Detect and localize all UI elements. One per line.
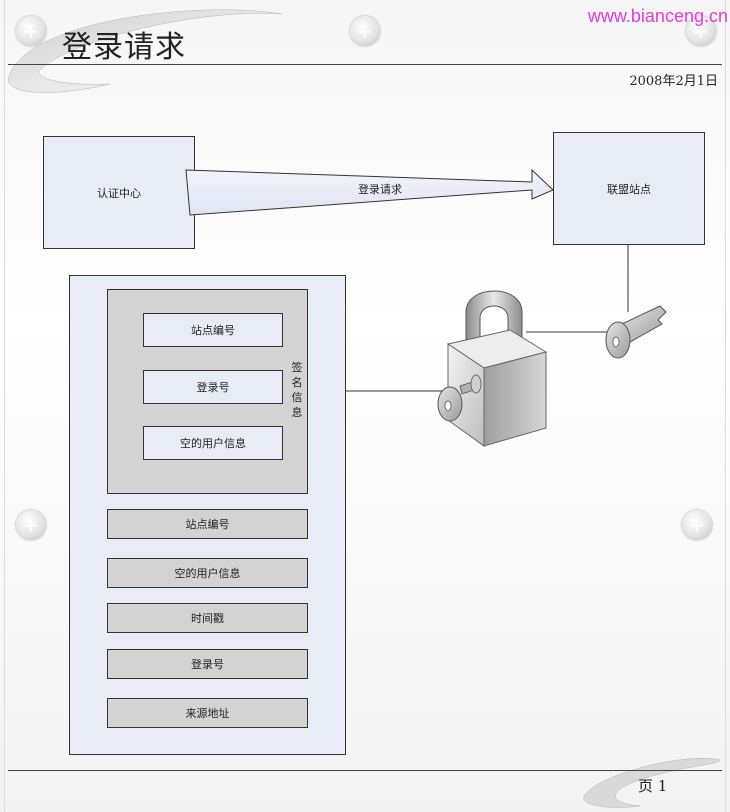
member-site-node: 联盟站点 bbox=[553, 132, 705, 245]
plus-circle-icon: + bbox=[16, 510, 46, 540]
message-field-login-id: 登录号 bbox=[107, 649, 308, 679]
arrow-label-text: 登录请求 bbox=[358, 183, 402, 196]
message-field-label: 来源地址 bbox=[185, 707, 230, 720]
signed-field-label: 登录号 bbox=[196, 381, 230, 394]
message-field-source-address: 来源地址 bbox=[107, 698, 308, 728]
message-field-label: 登录号 bbox=[191, 658, 224, 671]
message-field-empty-user: 空的用户信息 bbox=[107, 558, 308, 588]
watermark: www.bianceng.cn bbox=[587, 6, 728, 26]
signature-label: 签名信息 bbox=[291, 361, 303, 419]
signed-field-label: 空的用户信息 bbox=[180, 437, 246, 450]
footer-rule bbox=[8, 770, 722, 771]
key-in-lock-icon bbox=[437, 374, 482, 422]
signed-field-login-id: 登录号 bbox=[143, 370, 283, 404]
page-title: 登录请求 bbox=[62, 30, 186, 65]
arrow-label: 登录请求 bbox=[330, 180, 430, 198]
signed-field-empty-user: 空的用户信息 bbox=[143, 426, 283, 460]
plus-circle-icon: + bbox=[682, 510, 712, 540]
message-field-timestamp: 时间戳 bbox=[107, 603, 308, 633]
auth-center-label: 认证中心 bbox=[97, 186, 141, 200]
signed-field-site-id: 站点编号 bbox=[143, 313, 283, 347]
message-field-label: 站点编号 bbox=[185, 518, 230, 531]
date-label: 2008年2月1日 bbox=[629, 74, 718, 89]
plus-circle-icon: + bbox=[16, 16, 46, 46]
message-field-label: 时间戳 bbox=[191, 612, 224, 625]
plus-circle-icon: + bbox=[686, 16, 716, 46]
header-rule bbox=[8, 64, 722, 65]
page-number: 页 1 bbox=[638, 777, 668, 795]
page-frame bbox=[4, 0, 726, 812]
key-icon bbox=[605, 305, 667, 359]
message-field-label: 空的用户信息 bbox=[174, 567, 241, 580]
plus-circle-icon: + bbox=[350, 16, 380, 46]
padlock-icon bbox=[446, 290, 548, 447]
member-site-label: 联盟站点 bbox=[607, 182, 651, 196]
message-field-site-id: 站点编号 bbox=[107, 509, 308, 539]
header-swoosh bbox=[7, 9, 283, 93]
login-request-arrow bbox=[185, 168, 554, 216]
signed-field-label: 站点编号 bbox=[191, 324, 235, 337]
